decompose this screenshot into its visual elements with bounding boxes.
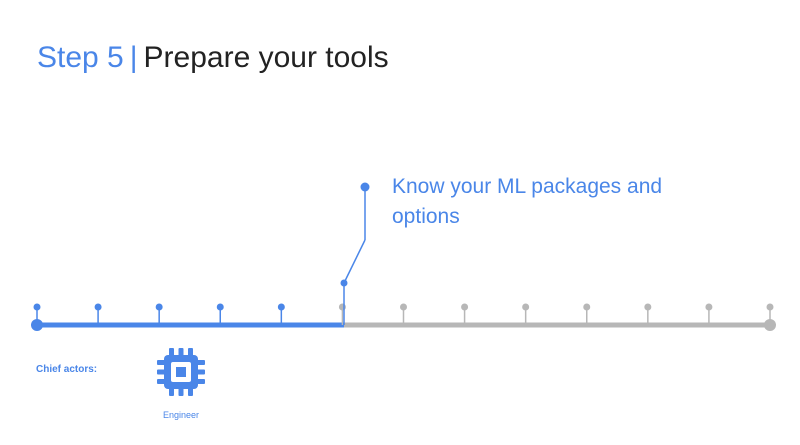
timeline-marker [94,303,102,311]
timeline-marker [400,303,407,311]
callout-text: Know your ML packages and options [392,175,663,228]
timeline-marker [338,303,346,311]
step-title: Prepare your tools [143,41,389,74]
timeline-marker [277,303,285,311]
callout-dot [360,182,370,192]
timeline-marker [461,303,469,311]
title-separator: | [129,41,138,74]
chief-actors-label: Chief actors: [36,364,98,375]
callout-connector-diagonal [343,239,366,284]
timeline-marker [644,303,652,311]
actor-label: Engineer [162,410,200,420]
timeline-marker [583,303,591,311]
timeline-marker [216,303,224,311]
timeline-marker [33,303,41,311]
step-number: Step 5 [37,41,124,74]
actor-engineer: Engineer [150,344,212,420]
timeline-marker [766,303,774,311]
timeline-marker [705,303,713,311]
timeline-marker [522,303,530,311]
chip-icon [150,344,212,400]
timeline-marker [155,303,163,311]
page-title: Step 5|Prepare your tools [37,38,389,78]
